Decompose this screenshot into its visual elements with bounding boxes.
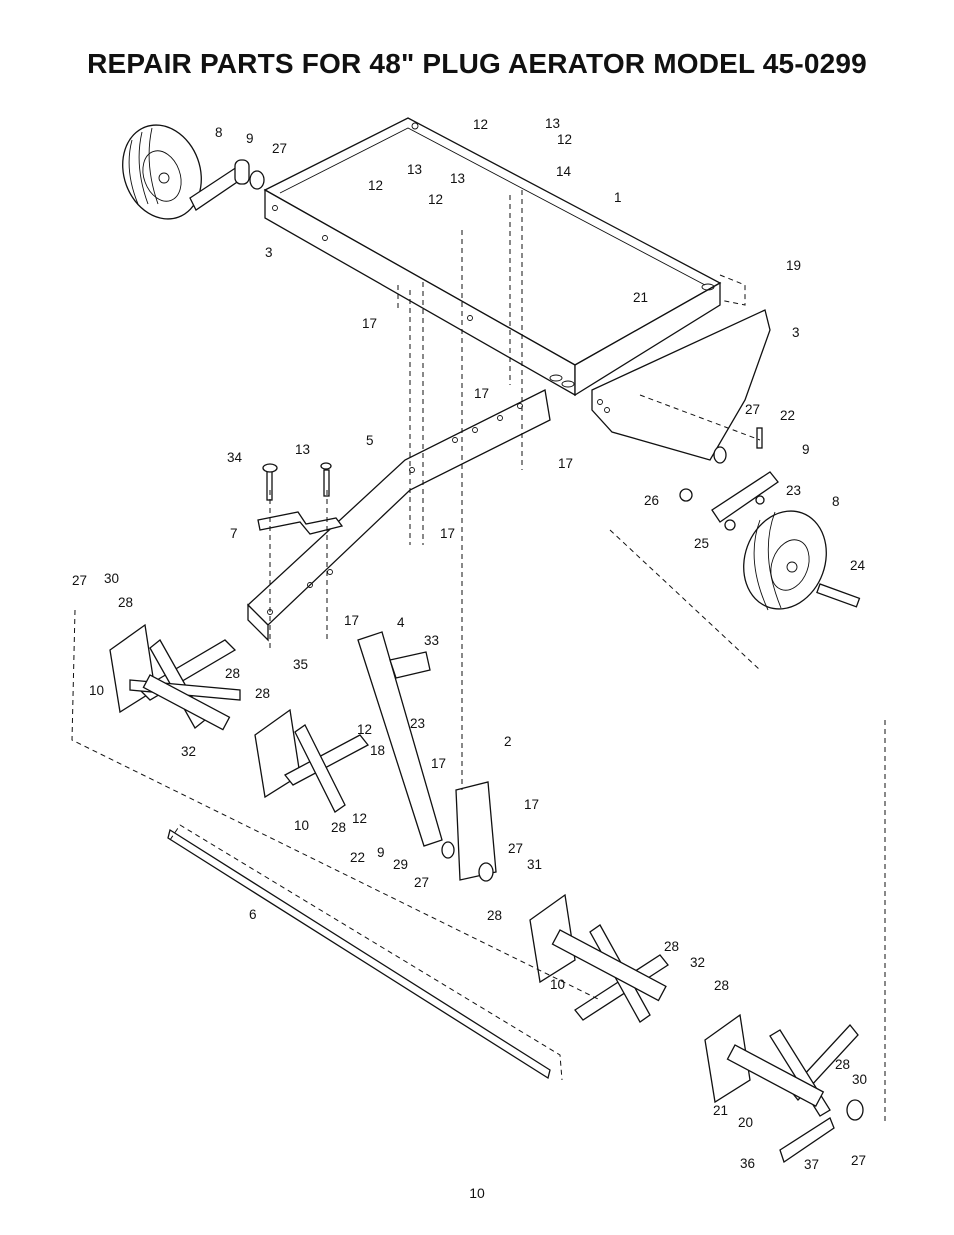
tine-assembly-left <box>109 623 241 731</box>
callout-c50: 10 <box>294 818 309 833</box>
long-shaft <box>167 824 563 1081</box>
callout-c26: 26 <box>644 493 659 508</box>
callout-c47: 2 <box>504 734 512 749</box>
callout-c43: 32 <box>181 744 196 759</box>
callout-c12: 14 <box>556 164 572 179</box>
callout-c16: 17 <box>362 316 377 331</box>
callout-c42: 28 <box>255 686 270 701</box>
callout-c48: 17 <box>431 756 446 771</box>
callout-c20: 22 <box>780 408 795 423</box>
callout-c6: 13 <box>545 116 560 131</box>
callout-c60: 28 <box>487 908 502 923</box>
callout-c29: 7 <box>230 526 238 541</box>
callout-c56: 27 <box>414 875 429 890</box>
callout-labels: 8 9 27 3 12 13 12 13 13 12 12 14 1 19 21… <box>72 116 867 1172</box>
callout-c28: 8 <box>832 494 840 509</box>
callout-c70: 37 <box>804 1157 819 1172</box>
callout-c14: 19 <box>786 258 801 273</box>
callout-c27: 23 <box>786 483 801 498</box>
callout-c23: 34 <box>227 450 243 465</box>
hitch-bracket <box>257 462 344 535</box>
callout-c59: 6 <box>249 907 257 922</box>
callout-c51: 28 <box>331 820 346 835</box>
callout-c22: 9 <box>802 442 810 457</box>
callout-c54: 9 <box>377 845 385 860</box>
callout-c21: 5 <box>366 433 374 448</box>
callout-c39: 35 <box>293 657 308 672</box>
callout-c38: 33 <box>424 633 439 648</box>
callout-c37: 4 <box>397 615 405 630</box>
wheel-left <box>122 124 265 220</box>
callout-c34: 30 <box>104 571 119 586</box>
callout-c58: 31 <box>527 857 542 872</box>
tine-assembly-right-1 <box>529 893 669 1023</box>
callout-c1: 8 <box>215 125 223 140</box>
callout-c57: 27 <box>508 841 523 856</box>
callout-c49: 17 <box>524 797 539 812</box>
callout-c2: 9 <box>246 131 254 146</box>
side-bracket-right <box>591 274 771 461</box>
callout-c33: 27 <box>72 573 87 588</box>
callout-c10: 12 <box>368 178 383 193</box>
page-title: REPAIR PARTS FOR 48" PLUG AERATOR MODEL … <box>87 48 867 79</box>
callout-c36: 17 <box>344 613 359 628</box>
wheel-right <box>679 427 861 611</box>
callout-c25: 17 <box>558 456 573 471</box>
callout-c55: 29 <box>393 857 408 872</box>
tine-assembly-mid <box>254 708 369 813</box>
callout-c18: 17 <box>474 386 489 401</box>
callout-c64: 28 <box>714 978 729 993</box>
callout-c46: 18 <box>370 743 385 758</box>
callout-c31: 25 <box>694 536 709 551</box>
callout-c3: 27 <box>272 141 287 156</box>
callout-c35: 28 <box>118 595 133 610</box>
callout-c9: 13 <box>450 171 465 186</box>
hitch-tongue <box>247 389 551 642</box>
callout-c69: 36 <box>740 1156 755 1171</box>
callout-c4: 3 <box>265 245 273 260</box>
callout-c5: 12 <box>473 117 488 132</box>
callout-c45: 23 <box>410 716 425 731</box>
callout-c40: 10 <box>89 683 104 698</box>
callout-c52: 12 <box>352 811 367 826</box>
callout-c13: 1 <box>614 190 622 205</box>
lever-handle <box>357 631 497 882</box>
callout-c61: 28 <box>664 939 679 954</box>
callout-c11: 12 <box>428 192 443 207</box>
callout-c32: 24 <box>850 558 866 573</box>
page-number: 10 <box>469 1185 485 1201</box>
assembly-guide-lines <box>71 190 886 1125</box>
callout-c30: 17 <box>440 526 455 541</box>
tine-assembly-right-2 <box>704 1013 864 1164</box>
callout-c17: 3 <box>792 325 800 340</box>
callout-c41: 28 <box>225 666 240 681</box>
callout-c66: 30 <box>852 1072 867 1087</box>
callout-c7: 12 <box>557 132 572 147</box>
callout-c8: 13 <box>407 162 422 177</box>
main-frame <box>263 117 722 397</box>
callout-c53: 22 <box>350 850 365 865</box>
callout-c65: 28 <box>835 1057 850 1072</box>
callout-c71: 27 <box>851 1153 866 1168</box>
callout-c24: 13 <box>295 442 310 457</box>
callout-c62: 32 <box>690 955 705 970</box>
callout-c19: 27 <box>745 402 760 417</box>
callout-c63: 10 <box>550 977 565 992</box>
callout-c15: 21 <box>633 290 648 305</box>
callout-c44: 12 <box>357 722 372 737</box>
callout-c68: 20 <box>738 1115 753 1130</box>
callout-c67: 21 <box>713 1103 728 1118</box>
